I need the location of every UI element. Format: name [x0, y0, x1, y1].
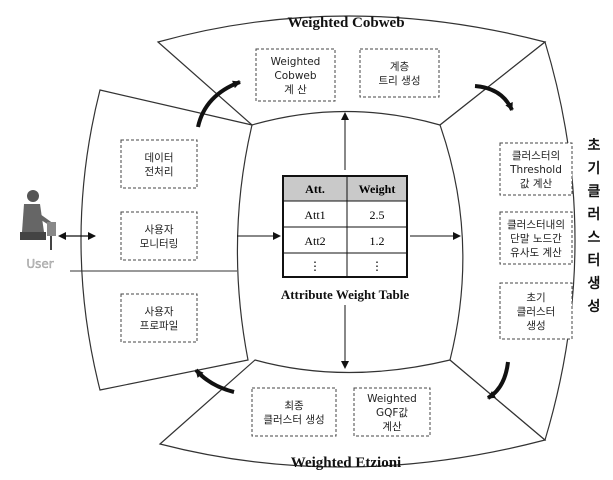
table-cell: 1.2 [370, 234, 385, 248]
curved-arrow-top-right [474, 84, 514, 111]
table-header-att: Att. [305, 182, 325, 196]
box-text-line: Cobweb [274, 70, 316, 82]
box-text-line: 계 산 [284, 84, 307, 96]
box-text-line: 클러스터내의 [507, 219, 565, 231]
box-text-line: Weighted [271, 56, 321, 68]
table-cell: ⋮ [309, 259, 321, 273]
table-caption: Attribute Weight Table [281, 287, 410, 302]
box-text-line: 사용자 [145, 306, 174, 318]
box-text-line: 계산 [382, 421, 402, 433]
box-text-line: GQF값 [376, 407, 408, 419]
table-cell: 2.5 [370, 208, 385, 222]
table-header-weight: Weight [359, 182, 396, 196]
user-icon [20, 190, 56, 250]
table-cell: Att1 [304, 208, 325, 222]
box-text-line: Weighted [367, 393, 417, 405]
vertical-title-char: 초 [588, 138, 601, 154]
table-cell: ⋮ [371, 259, 383, 273]
box-text-line: 전처리 [145, 166, 174, 178]
box-text-line: 초기 [526, 292, 545, 304]
top-section-title: Weighted Cobweb [287, 15, 404, 31]
vertical-title-char: 생 [588, 276, 601, 292]
box-text-line: 클러스터의 [512, 150, 560, 162]
bottom-section-title: Weighted Etzioni [291, 455, 401, 471]
box-text-line: 데이터 [145, 152, 174, 164]
box-text-line: 생성 [526, 320, 545, 332]
curved-arrow-top-left [196, 80, 241, 128]
box-text-line: 사용자 [145, 224, 174, 236]
box-text-line: 클러스터 생성 [263, 414, 324, 426]
box-text-line: 값 계산 [520, 178, 553, 190]
vertical-title-char: 성 [588, 299, 601, 315]
box-text-line: 단말 노드간 [510, 233, 562, 245]
vertical-title-char: 터 [588, 253, 601, 269]
box-text-line: 유사도 계산 [510, 247, 562, 259]
vertical-title-char: 클 [588, 184, 601, 200]
user-label: User [26, 257, 53, 271]
box-text-line: Threshold [509, 164, 562, 176]
vertical-title-char: 스 [588, 230, 601, 246]
top-sector [156, 15, 547, 126]
box-text-line: 모니터링 [140, 238, 179, 250]
box-text-line: 트리 생성 [379, 75, 421, 87]
curved-arrow-bottom-left [194, 368, 235, 394]
box-text-line: 프로파일 [140, 319, 179, 332]
table-cell: Att2 [304, 234, 325, 248]
box-text-line: 클러스터 [517, 306, 556, 318]
table-header-bg [283, 176, 407, 201]
curved-arrow-bottom-right [486, 361, 510, 400]
attribute-weight-table: Att. Weight Att1 2.5 Att2 1.2 ⋮ ⋮ [282, 175, 408, 278]
box-text-line: 최종 [284, 400, 304, 412]
vertical-title-char: 기 [588, 161, 601, 177]
box-threshold: 클러스터의 Threshold 값 계산 [499, 142, 573, 196]
vertical-title-char: 러 [588, 207, 601, 223]
bottom-sector [158, 359, 547, 468]
box-text-line: 계층 [390, 61, 410, 73]
